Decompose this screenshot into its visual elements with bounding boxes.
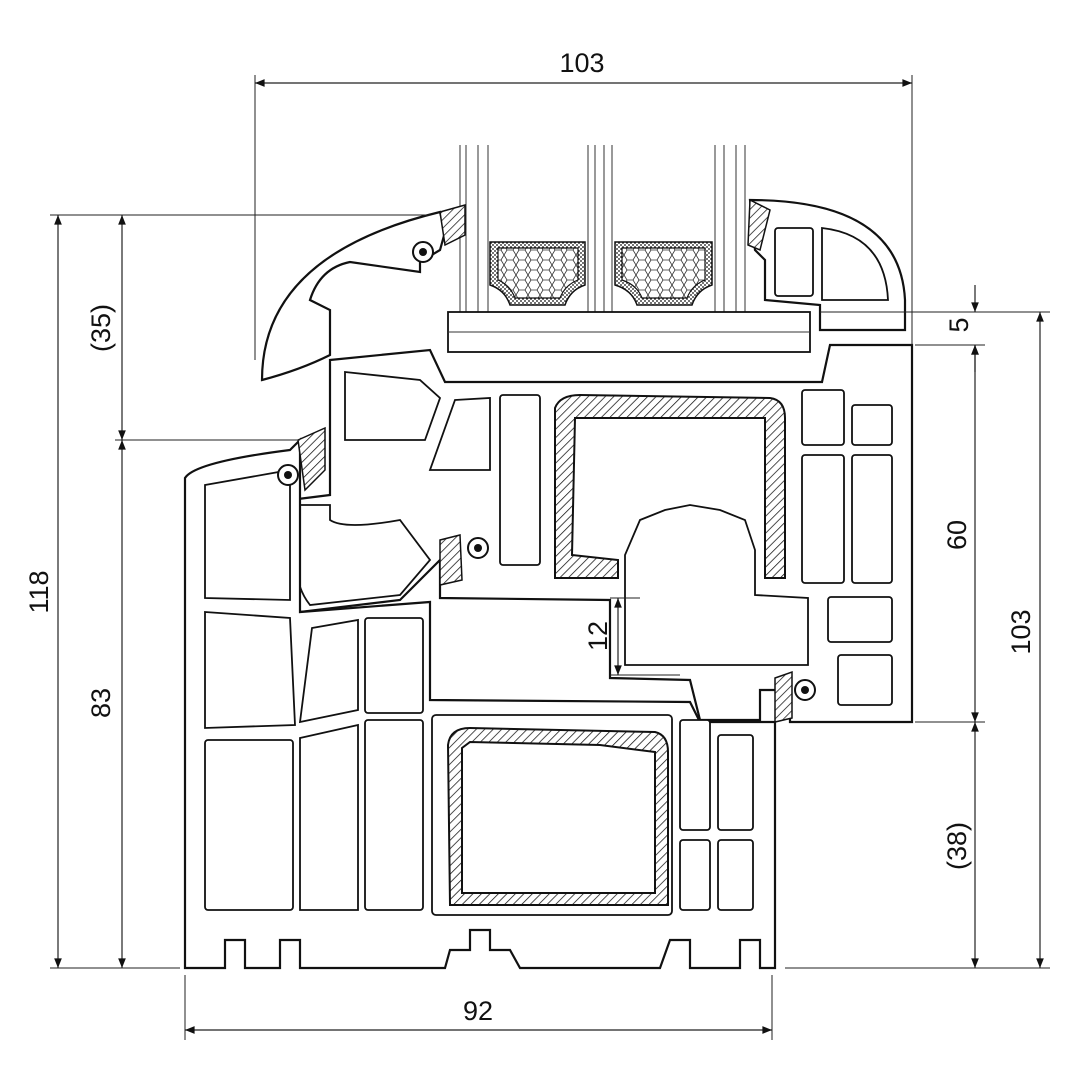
dim-frame-height: 83 bbox=[86, 688, 116, 718]
bead-chamber bbox=[774, 227, 814, 297]
sash-steel-reinforcement bbox=[554, 393, 786, 579]
dim-sash-visible: 60 bbox=[942, 520, 972, 550]
glazing-bead-left bbox=[260, 210, 447, 382]
dim-frame-width: 92 bbox=[463, 996, 493, 1026]
glazing-panes bbox=[459, 145, 746, 312]
gaskets bbox=[277, 198, 816, 723]
dim-right-height: 103 bbox=[1006, 609, 1036, 654]
setting-block bbox=[447, 311, 811, 353]
sash-central-web bbox=[624, 504, 809, 666]
frame-steel-reinforcement bbox=[446, 726, 669, 906]
dim-top-width: 103 bbox=[559, 48, 604, 78]
dimension-lines bbox=[54, 79, 1044, 1034]
dim-sash-overlap: (35) bbox=[86, 304, 116, 352]
dim-total-height: 118 bbox=[24, 570, 54, 613]
frame-chambers bbox=[204, 468, 754, 916]
dim-glass-offset: 5 bbox=[944, 317, 974, 332]
bead-chamber bbox=[821, 226, 889, 301]
sash-chambers bbox=[295, 370, 893, 706]
spacer-bars bbox=[489, 241, 713, 306]
dim-rebate: 12 bbox=[583, 621, 613, 651]
dim-frame-visible: (38) bbox=[942, 822, 972, 870]
